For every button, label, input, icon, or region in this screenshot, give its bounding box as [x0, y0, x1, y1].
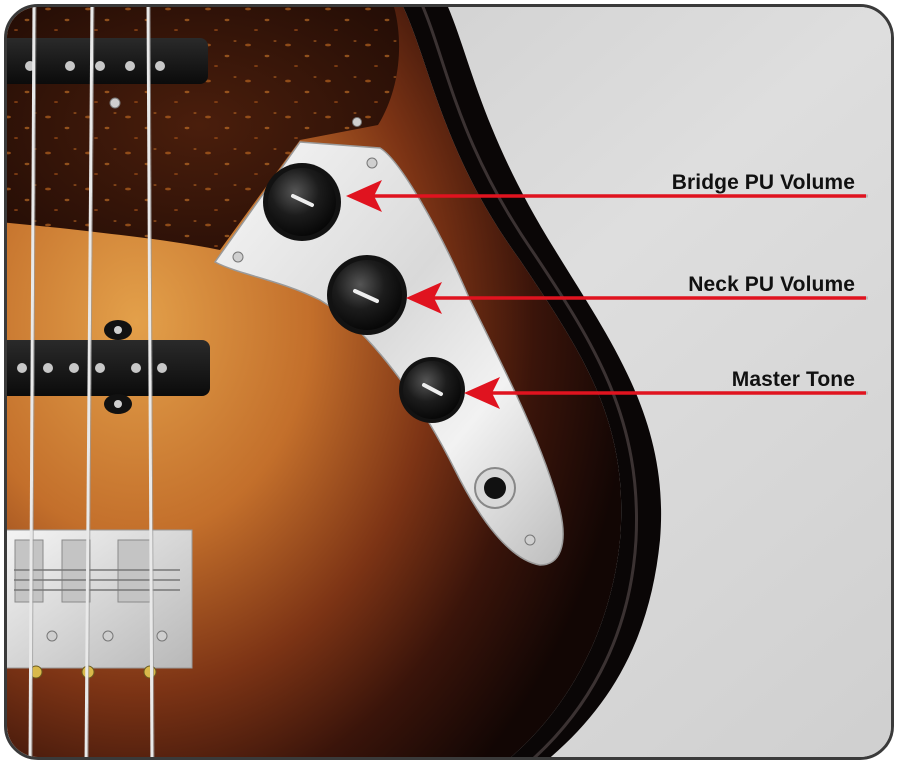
arrow-left-icon [464, 377, 868, 409]
master-tone-knob [399, 357, 465, 423]
arrow-left-icon [346, 180, 868, 212]
image-frame: Bridge PU Volume Neck PU Volume Master T… [4, 4, 894, 760]
output-jack [474, 467, 516, 509]
bridge-pickup [7, 320, 210, 414]
bass-strings [28, 7, 154, 757]
bridge-pu-volume-knob [263, 163, 341, 241]
neck-pu-volume-knob [327, 255, 407, 335]
label-neck-pu-volume: Neck PU Volume [688, 273, 855, 296]
arrow-left-icon [406, 282, 868, 314]
screw-icon [109, 97, 536, 546]
label-master-tone: Master Tone [731, 368, 855, 391]
label-bridge-pu-volume: Bridge PU Volume [671, 171, 855, 194]
bridge [7, 529, 193, 679]
bass-guitar-photo [7, 7, 891, 757]
